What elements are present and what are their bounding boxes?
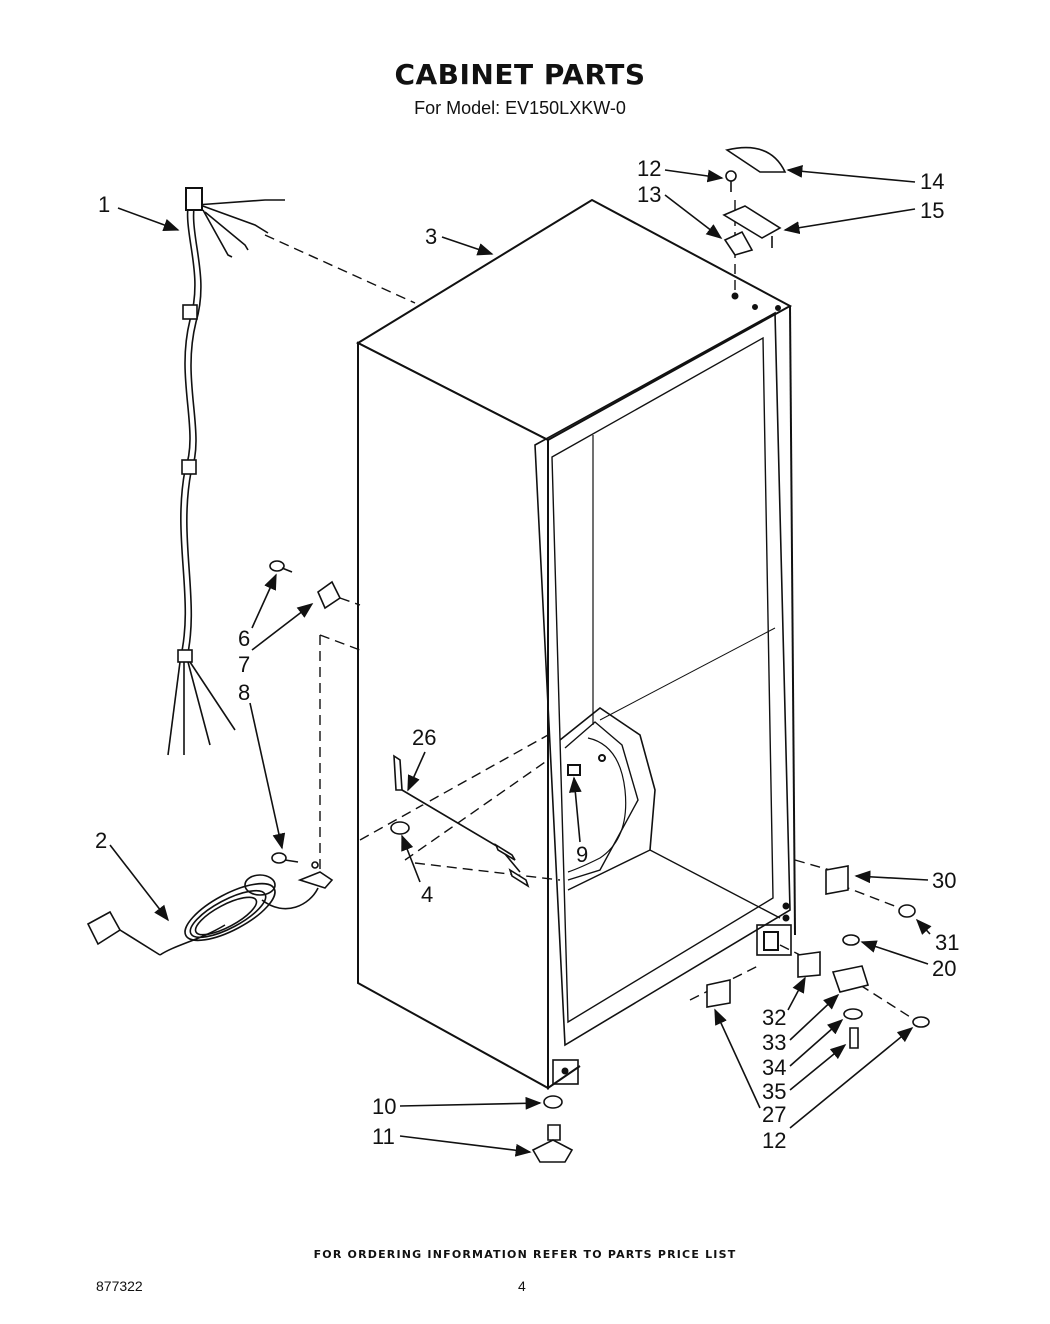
callout-20: 20: [932, 956, 956, 981]
callout-31: 31: [935, 930, 959, 955]
callout-12-top: 12: [637, 156, 661, 181]
callouts: 1 2 3 4 6 7 8 9 10 11 12 13 14 15 20 26 …: [95, 156, 959, 1153]
callout-3: 3: [425, 224, 437, 249]
assembly-lines: [264, 200, 919, 1023]
callout-1: 1: [98, 192, 110, 217]
document-number: 877322: [96, 1278, 143, 1294]
callout-8: 8: [238, 680, 250, 705]
page-title: CABINET PARTS: [394, 58, 646, 91]
power-cord: [86, 861, 334, 956]
callout-33: 33: [762, 1030, 786, 1055]
callout-30: 30: [932, 868, 956, 893]
ordering-note: FOR ORDERING INFORMATION REFER TO PARTS …: [313, 1248, 737, 1261]
callout-12-bottom: 12: [762, 1128, 786, 1153]
model-subtitle: For Model: EV150LXKW-0: [414, 98, 626, 118]
callout-2: 2: [95, 828, 107, 853]
callout-4: 4: [421, 882, 433, 907]
leader-lines: [109, 164, 932, 1157]
callout-14: 14: [920, 169, 944, 194]
callout-11: 11: [372, 1124, 395, 1149]
cabinet: [355, 198, 796, 1090]
callout-10: 10: [372, 1094, 396, 1119]
hardware: [269, 146, 930, 1163]
callout-27: 27: [762, 1102, 786, 1127]
page-number: 4: [518, 1278, 526, 1294]
callout-26: 26: [412, 725, 436, 750]
callout-34: 34: [762, 1055, 786, 1080]
callout-9: 9: [576, 842, 588, 867]
callout-13: 13: [637, 182, 661, 207]
wire-harness: [167, 187, 285, 756]
callout-32: 32: [762, 1005, 786, 1030]
callout-15: 15: [920, 198, 944, 223]
callout-7: 7: [238, 652, 250, 677]
callout-6: 6: [238, 626, 250, 651]
callout-35: 35: [762, 1079, 786, 1104]
